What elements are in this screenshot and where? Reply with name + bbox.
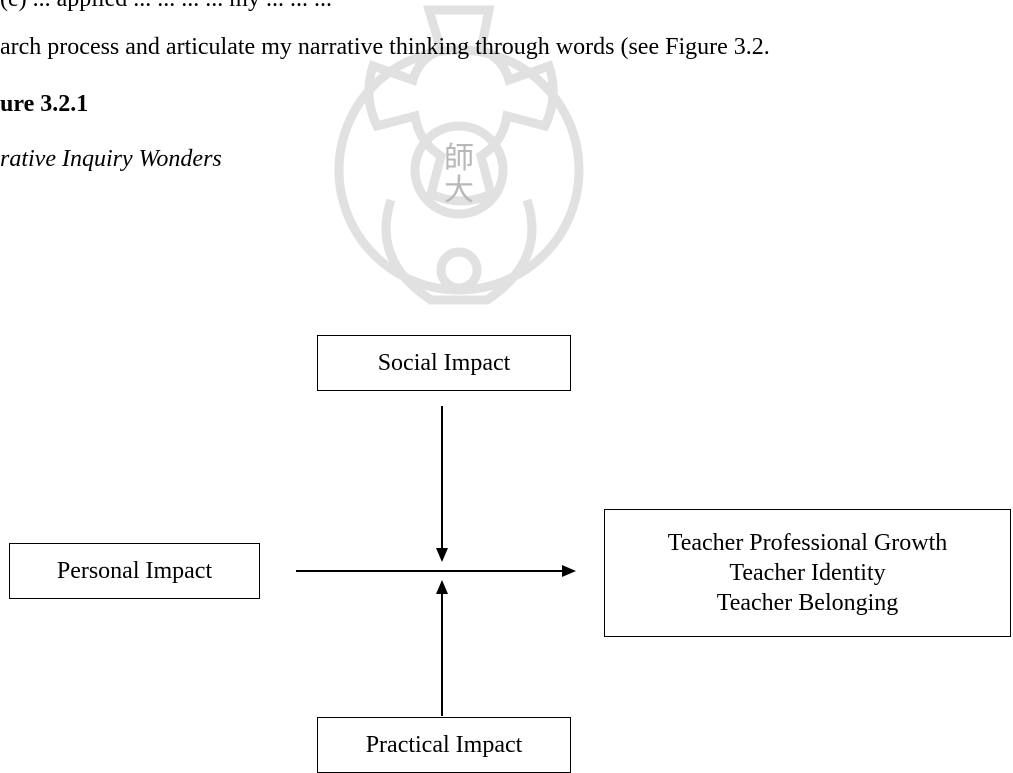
paragraph-line: arch process and articulate my narrative… — [0, 34, 770, 60]
outcome-teacher-belonging: Teacher Belonging — [716, 590, 899, 616]
seal-glyph-bottom: 大 — [444, 173, 474, 208]
paragraph-line-top: (e) ... applied ... ... ... ... my ... .… — [0, 0, 332, 14]
figure-caption: rative Inquiry Wonders — [0, 146, 222, 172]
personal-impact-label: Personal Impact — [56, 558, 213, 584]
outcome-teacher-identity: Teacher Identity — [729, 560, 886, 586]
social-impact-box: Social Impact — [317, 335, 571, 391]
outcome-professional-growth: Teacher Professional Growth — [667, 530, 948, 556]
practical-impact-label: Practical Impact — [365, 732, 523, 758]
figure-label: ure 3.2.1 — [0, 91, 89, 117]
university-seal-watermark: 師 大 — [334, 5, 584, 305]
seal-glyph-top: 師 — [444, 141, 474, 176]
outcomes-box: Teacher Professional Growth Teacher Iden… — [604, 509, 1011, 637]
personal-impact-box: Personal Impact — [9, 543, 260, 599]
social-impact-label: Social Impact — [377, 350, 511, 376]
practical-impact-box: Practical Impact — [317, 717, 571, 773]
